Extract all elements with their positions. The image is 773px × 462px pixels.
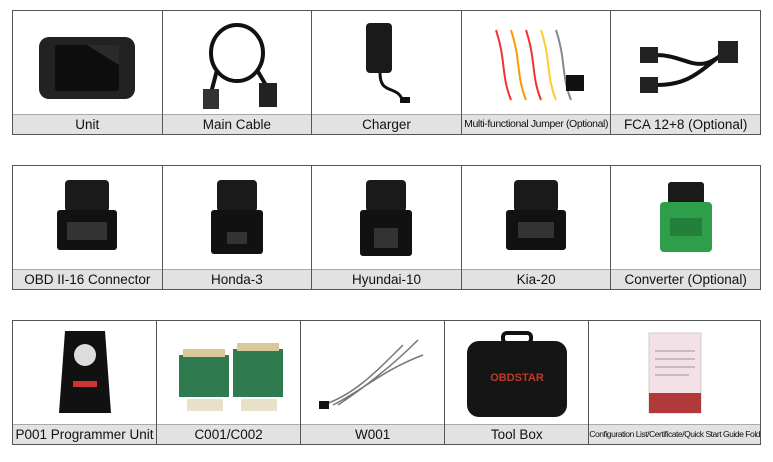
- circuit-board-icon: [178, 342, 283, 411]
- connector-icon: [360, 179, 413, 256]
- item-label: P001 Programmer Unit: [13, 424, 157, 444]
- item-fca: FCA 12+8 (Optional): [611, 11, 760, 134]
- item-label: W001: [301, 424, 445, 444]
- package-row-1: Unit Main Cable Charger Multi-functional…: [12, 10, 761, 135]
- tablet-icon: [39, 36, 136, 99]
- item-label: Unit: [13, 114, 162, 134]
- item-label: Converter (Optional): [611, 269, 760, 289]
- wire-harness-icon: [318, 338, 423, 409]
- item-label: Kia-20: [461, 269, 611, 289]
- package-row-3: P001 Programmer Unit C001/C002 W001 OBDS…: [12, 320, 761, 445]
- connector-icon: [506, 179, 567, 250]
- connector-icon: [210, 179, 263, 254]
- item-kia-20: Kia-20: [461, 166, 612, 289]
- item-label: C001/C002: [157, 424, 301, 444]
- item-label: Honda-3: [162, 269, 312, 289]
- item-charger: Charger: [312, 11, 462, 134]
- item-label: Charger: [312, 114, 461, 134]
- item-label: Main Cable: [162, 114, 312, 134]
- document-icon: [648, 332, 702, 413]
- item-p001: P001 Programmer Unit: [13, 321, 158, 444]
- item-main-cable: Main Cable: [162, 11, 313, 134]
- item-unit: Unit: [13, 11, 163, 134]
- item-documents: Configuration List/Certificate/Quick Sta…: [589, 321, 761, 444]
- item-label: Tool Box: [445, 424, 589, 444]
- charger-icon: [366, 22, 411, 103]
- item-tool-box: OBDSTAR Tool Box: [445, 321, 590, 444]
- item-label: Multi-functional Jumper (Optional): [461, 114, 611, 134]
- cable-icon: [202, 22, 277, 109]
- item-hyundai-10: Hyundai-10: [312, 166, 462, 289]
- item-label: Hyundai-10: [312, 269, 461, 289]
- item-c001-c002: C001/C002: [157, 321, 302, 444]
- brand-logo: OBDSTAR: [490, 372, 544, 384]
- package-row-2: OBD II-16 Connector Honda-3 Hyundai-10 K…: [12, 165, 761, 290]
- item-label: Configuration List/Certificate/Quick Sta…: [589, 424, 761, 444]
- item-converter: Converter (Optional): [611, 166, 760, 289]
- connector-icon: [57, 179, 118, 250]
- jumper-icon: [495, 29, 585, 100]
- toolbox-icon: OBDSTAR: [466, 330, 567, 417]
- item-jumper: Multi-functional Jumper (Optional): [461, 11, 612, 134]
- item-honda-3: Honda-3: [162, 166, 313, 289]
- item-obd2-connector: OBD II-16 Connector: [13, 166, 163, 289]
- programmer-icon: [58, 330, 111, 413]
- item-label: FCA 12+8 (Optional): [611, 114, 760, 134]
- fca-cable-icon: [639, 40, 738, 93]
- item-w001: W001: [301, 321, 446, 444]
- item-label: OBD II-16 Connector: [13, 269, 162, 289]
- converter-icon: [659, 181, 712, 252]
